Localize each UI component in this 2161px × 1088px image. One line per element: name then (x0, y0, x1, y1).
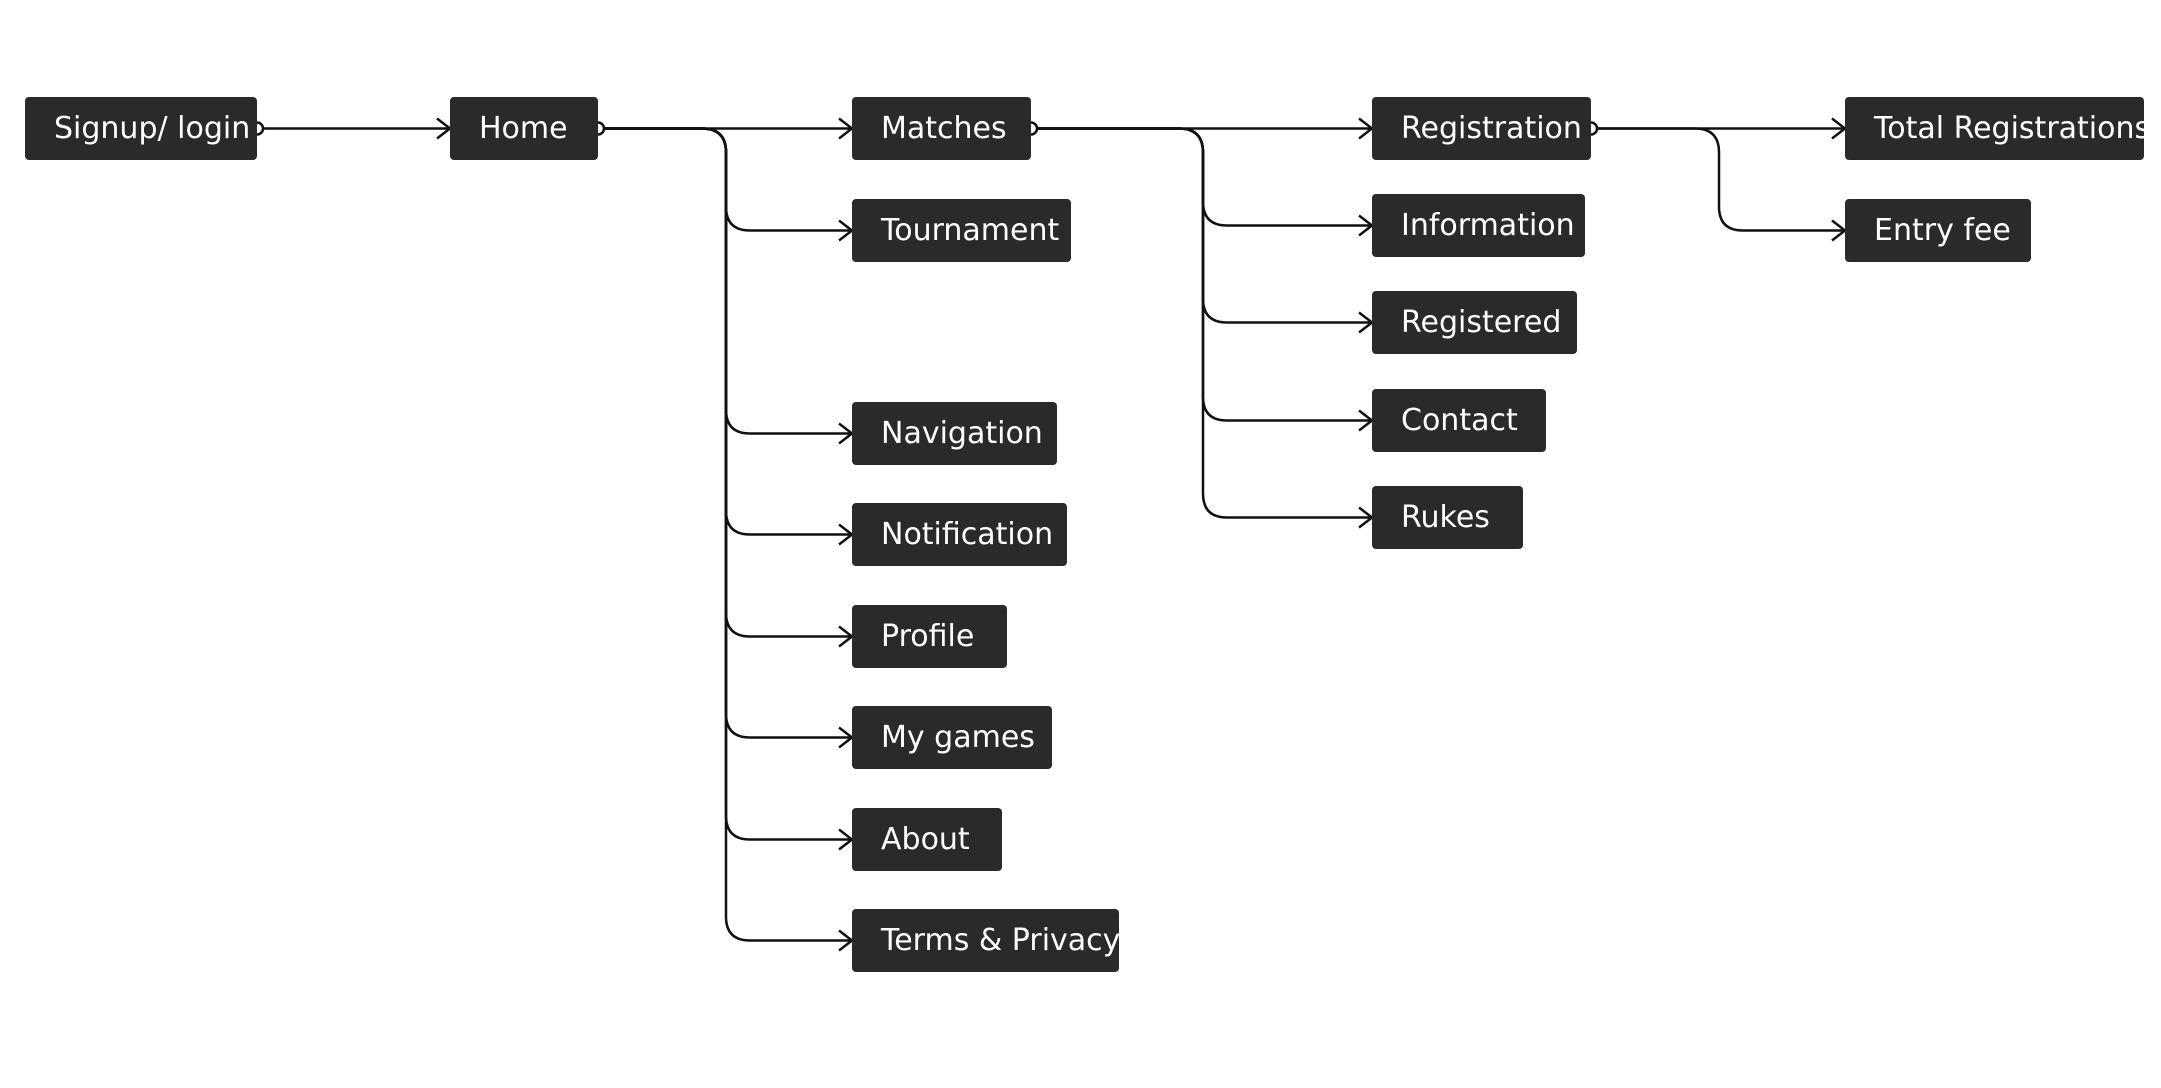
node-registration[interactable]: Registration (1372, 97, 1591, 160)
connector-registration-entry_fee (1591, 127, 1845, 232)
node-information[interactable]: Information (1372, 194, 1585, 257)
node-home[interactable]: Home (450, 97, 598, 160)
node-rukes[interactable]: Rukes (1372, 486, 1523, 549)
node-profile[interactable]: Profile (852, 605, 1007, 668)
node-tournament[interactable]: Tournament (852, 199, 1071, 262)
node-total-registrations[interactable]: Total Registrations (1845, 97, 2144, 160)
node-signup-login[interactable]: Signup/ login (25, 97, 257, 160)
node-contact[interactable]: Contact (1372, 389, 1546, 452)
connector-matches-rukes (1031, 127, 1372, 519)
node-navigation[interactable]: Navigation (852, 402, 1057, 465)
connector-matches-contact (1031, 127, 1372, 422)
node-registered[interactable]: Registered (1372, 291, 1577, 354)
node-terms-privacy[interactable]: Terms & Privacy (852, 909, 1119, 972)
node-notification[interactable]: Notification (852, 503, 1067, 566)
connector-home-terms_privacy (598, 127, 852, 942)
node-about[interactable]: About (852, 808, 1002, 871)
node-entry-fee[interactable]: Entry fee (1845, 199, 2031, 262)
node-my-games[interactable]: My games (852, 706, 1052, 769)
node-matches[interactable]: Matches (852, 97, 1031, 160)
